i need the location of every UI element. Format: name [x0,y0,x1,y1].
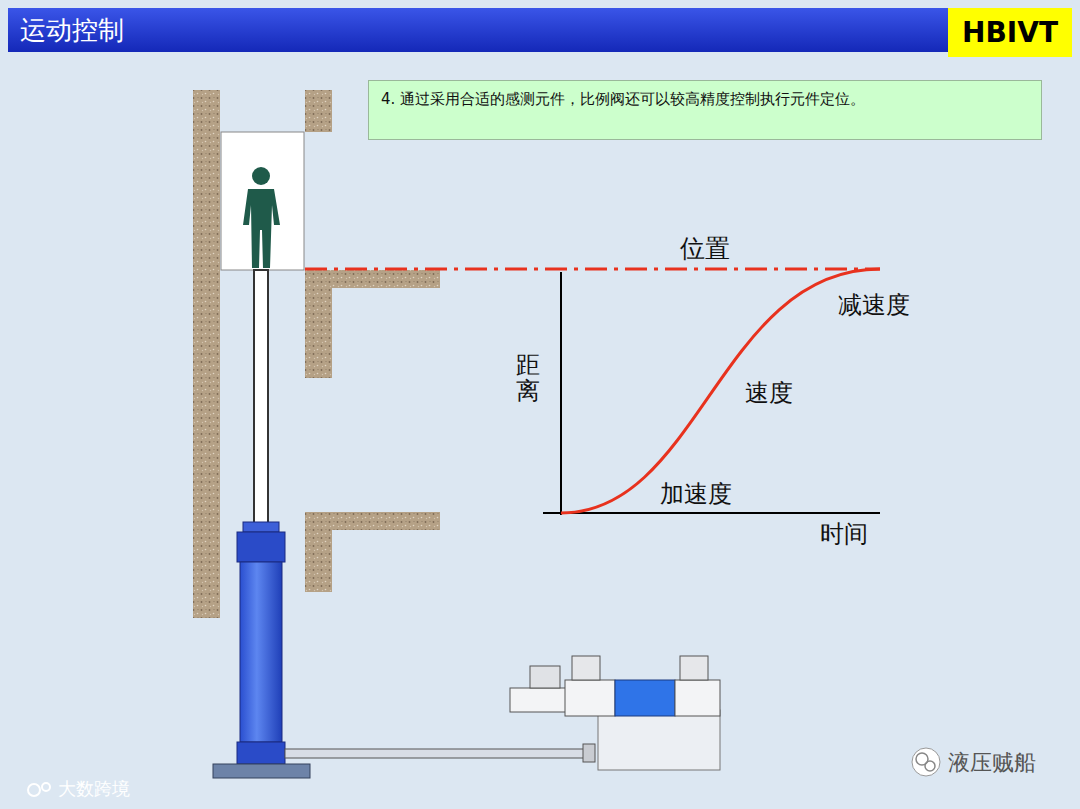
time-axis-label: 时间 [820,518,868,550]
distance-axis-label: 距离 [516,352,540,405]
cylinder-barrel [240,562,282,742]
shaft-wall [305,90,332,132]
brand-box: HBIVT [948,8,1072,57]
cylinder-base [237,742,285,764]
person-figure [243,167,280,268]
note-box: 4. 通过采用合适的感测元件，比例阀还可以较高精度控制执行元件定位。 [368,80,1042,140]
elevator-cabin [221,132,304,270]
floor-slab [305,512,440,530]
note-text: 4. 通过采用合适的感测元件，比例阀还可以较高精度控制执行元件定位。 [381,89,1029,110]
watermark: 大数跨境 [58,777,130,801]
watermark: 液压贼船 [948,748,1036,778]
floor-slab [305,270,440,288]
page-title: 运动控制 [20,13,124,48]
base-plate [213,764,310,778]
wechat-icon [912,748,940,776]
header-band [8,8,948,52]
axis-y [560,272,562,515]
pipe-fitting [583,744,595,762]
motion-curve [561,269,880,513]
proportional-valve [510,656,720,770]
position-label: 位置 [680,232,730,265]
cylinder-head [237,532,285,562]
brand-text: HBIVT [962,13,1058,52]
axis-x [543,512,880,514]
cylinder-cap [243,522,279,532]
accel-label: 加速度 [660,478,732,510]
speed-label: 速度 [745,377,793,409]
shaft-wall [193,90,220,618]
position-line [305,268,880,271]
decel-label: 减速度 [838,289,910,321]
hydraulic-pipe [285,749,585,758]
watermark-icon [28,783,50,796]
piston-rod [254,270,268,526]
